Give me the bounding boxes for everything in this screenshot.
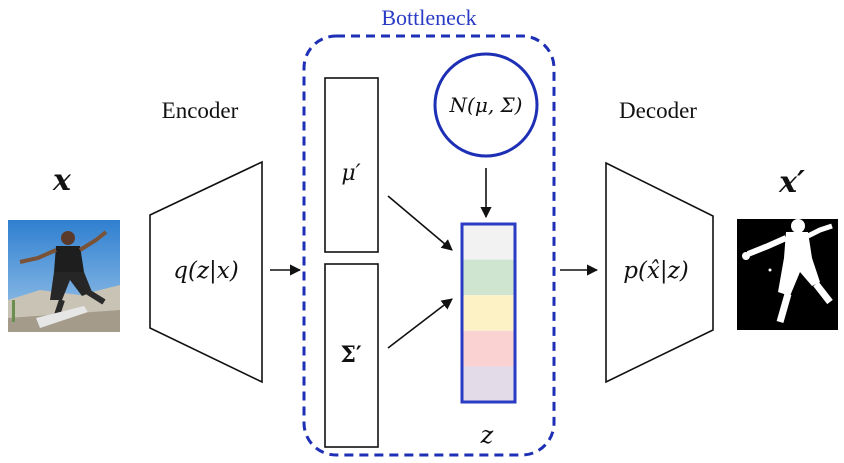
arrow-sigma-to-z (387, 298, 453, 349)
prior-label: N(μ, Σ) (449, 93, 523, 117)
latent-label: z (480, 421, 494, 449)
encoder-label: Encoder (162, 98, 239, 123)
latent-vector-border (460, 222, 517, 404)
latent-cell-4 (462, 330, 515, 367)
latent-cell-3 (462, 295, 515, 331)
latent-cell-2 (462, 259, 515, 296)
latent-cell-1 (462, 224, 515, 260)
arrow-mu-to-z (387, 195, 453, 251)
sigma-prime-label: Σ′ (340, 342, 362, 368)
latent-cell-5 (462, 366, 515, 402)
sigma-prime-block (324, 263, 379, 448)
decoder-block (605, 161, 714, 384)
latent-vector (462, 224, 515, 402)
prior-circle (433, 52, 539, 158)
output-image (737, 219, 838, 330)
encoder-block (149, 160, 263, 384)
input-variable: x (52, 163, 72, 198)
input-image (8, 220, 120, 332)
decoder-label: Decoder (619, 98, 697, 123)
bottleneck-box (302, 34, 556, 457)
bottleneck-label: Bottleneck (381, 5, 476, 30)
mu-prime-block (324, 77, 379, 253)
encoder-function: q(z|x) (173, 258, 239, 284)
decoder-function: p(x̂|z) (623, 258, 689, 284)
mu-prime-label: μ′ (341, 161, 360, 186)
output-variable: x′ (778, 165, 805, 200)
